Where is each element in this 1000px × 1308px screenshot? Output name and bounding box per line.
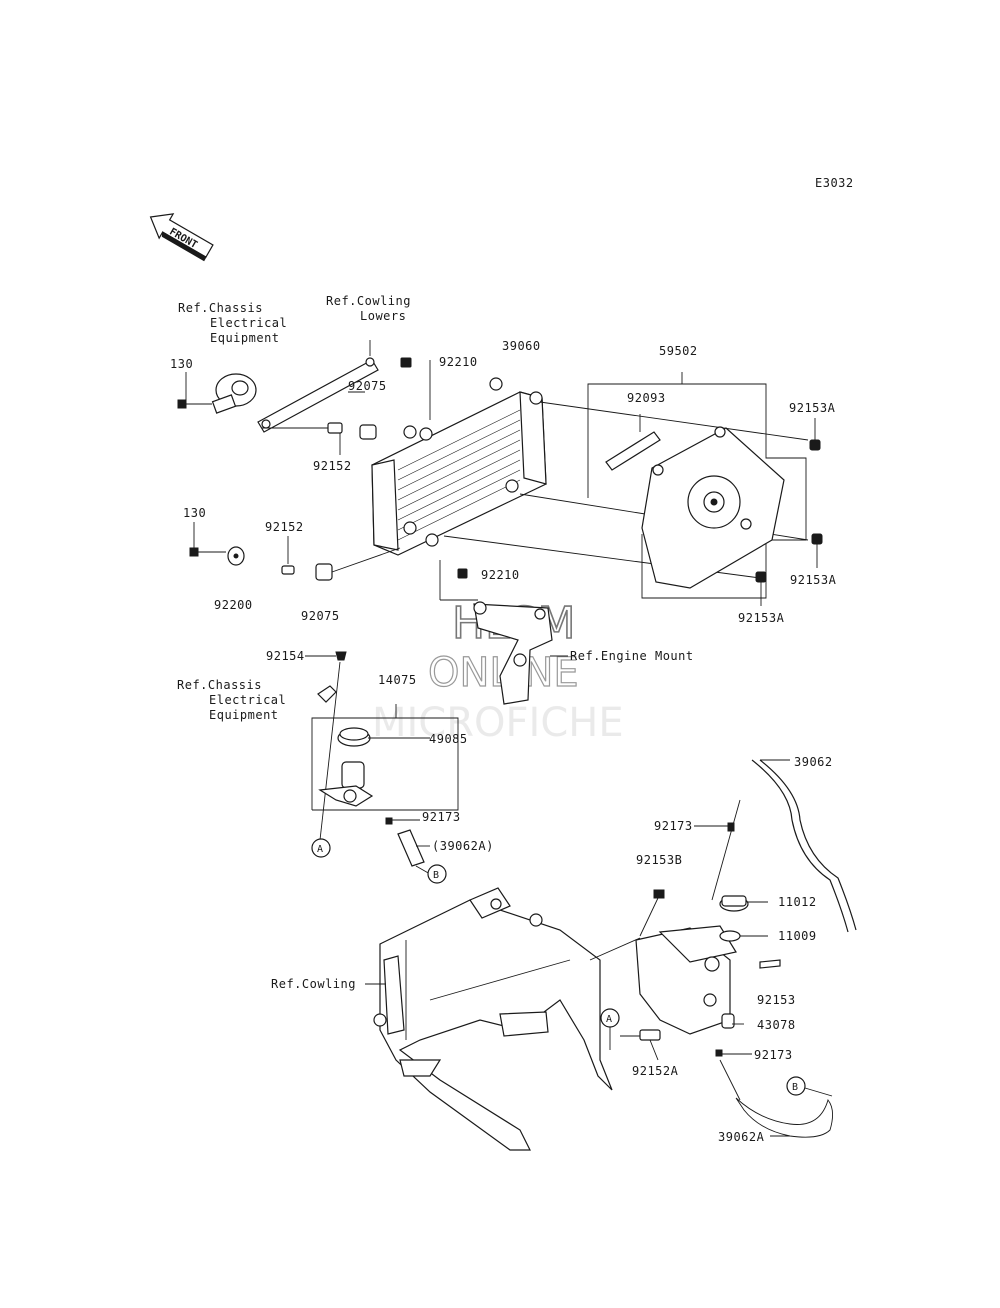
- part-label-49085: 49085: [429, 732, 468, 746]
- ref-cowling: Ref.Cowling: [271, 977, 356, 991]
- part-label-92153B: 92153B: [636, 853, 682, 867]
- part-label-130-upper: 130: [170, 357, 193, 371]
- marker-a-lower-circle: [600, 1008, 620, 1028]
- ref-chassis-electrical-1-line-1: Ref.Chassis: [178, 301, 263, 315]
- part-label-92154: 92154: [266, 649, 305, 663]
- marker-a-upper: A: [317, 844, 323, 855]
- marker-a-lower: A: [606, 1014, 612, 1025]
- part-label-92200: 92200: [214, 598, 253, 612]
- fan-shroud: [641, 426, 785, 589]
- part-label-59502: 59502: [659, 344, 698, 358]
- frame: [373, 887, 613, 1151]
- part-label-92173-lower: 92173: [754, 1048, 793, 1062]
- ref-engine-mount: Ref.Engine Mount: [570, 649, 694, 663]
- part-label-92153: 92153: [757, 993, 796, 1007]
- part-label-14075: 14075: [378, 673, 417, 687]
- radiator-cap: [337, 727, 371, 747]
- part-label-11009: 11009: [778, 929, 817, 943]
- part-label-92210-lower: 92210: [481, 568, 520, 582]
- horn-group: [177, 340, 379, 433]
- ref-chassis-electrical-2-line-2: Electrical: [209, 693, 286, 707]
- part-label-130-lower: 130: [183, 506, 206, 520]
- reservoir-tank: [635, 925, 737, 1035]
- part-label-92075-lower: 92075: [301, 609, 340, 623]
- part-label-92173-middle: 92173: [654, 819, 693, 833]
- part-label-92152A: 92152A: [632, 1064, 679, 1078]
- part-label-92093: 92093: [627, 391, 666, 405]
- ref-chassis-electrical-2-line-1: Ref.Chassis: [177, 678, 262, 692]
- ref-chassis-electrical-2-line-3: Equipment: [209, 708, 279, 722]
- ref-cowling-lowers-line-2: Lowers: [360, 309, 406, 323]
- part-label-39062: 39062: [794, 755, 833, 769]
- part-label-39062A: 39062A: [718, 1130, 765, 1144]
- ref-cowling-lowers-line-1: Ref.Cowling: [326, 294, 411, 308]
- marker-b-lower-circle: [786, 1076, 806, 1096]
- ref-chassis-electrical-1-line-2: Electrical: [210, 316, 287, 330]
- radiator: [371, 377, 547, 556]
- marker-a-upper-circle: [311, 838, 331, 858]
- marker-b-lower: B: [792, 1082, 798, 1093]
- part-label-39062A-paren: (39062A): [432, 839, 494, 853]
- part-label-11012: 11012: [778, 895, 817, 909]
- part-label-92075-upper: 92075: [348, 379, 387, 393]
- part-label-92153A-lower: 92153A: [738, 611, 785, 625]
- engine-mount-bracket: [473, 601, 553, 705]
- part-label-92152-lower: 92152: [265, 520, 304, 534]
- part-label-92152-upper: 92152: [313, 459, 352, 473]
- part-label-92153A-middle: 92153A: [790, 573, 837, 587]
- watermark-line-3: MICROFICHE: [372, 700, 624, 746]
- marker-b-upper-circle: [427, 864, 447, 884]
- part-label-43078: 43078: [757, 1018, 796, 1032]
- diagram-code: E3032: [815, 176, 854, 190]
- filler-neck: [318, 761, 374, 807]
- mount-hardware-lower: [189, 522, 401, 581]
- part-label-39060: 39060: [502, 339, 541, 353]
- marker-b-upper: B: [433, 870, 439, 881]
- front-arrow-icon: FRONT: [149, 213, 214, 262]
- part-label-92210-upper: 92210: [439, 355, 478, 369]
- ref-chassis-electrical-1-line-3: Equipment: [210, 331, 280, 345]
- part-label-92153A-upper: 92153A: [789, 401, 836, 415]
- part-label-92173-upper: 92173: [422, 810, 461, 824]
